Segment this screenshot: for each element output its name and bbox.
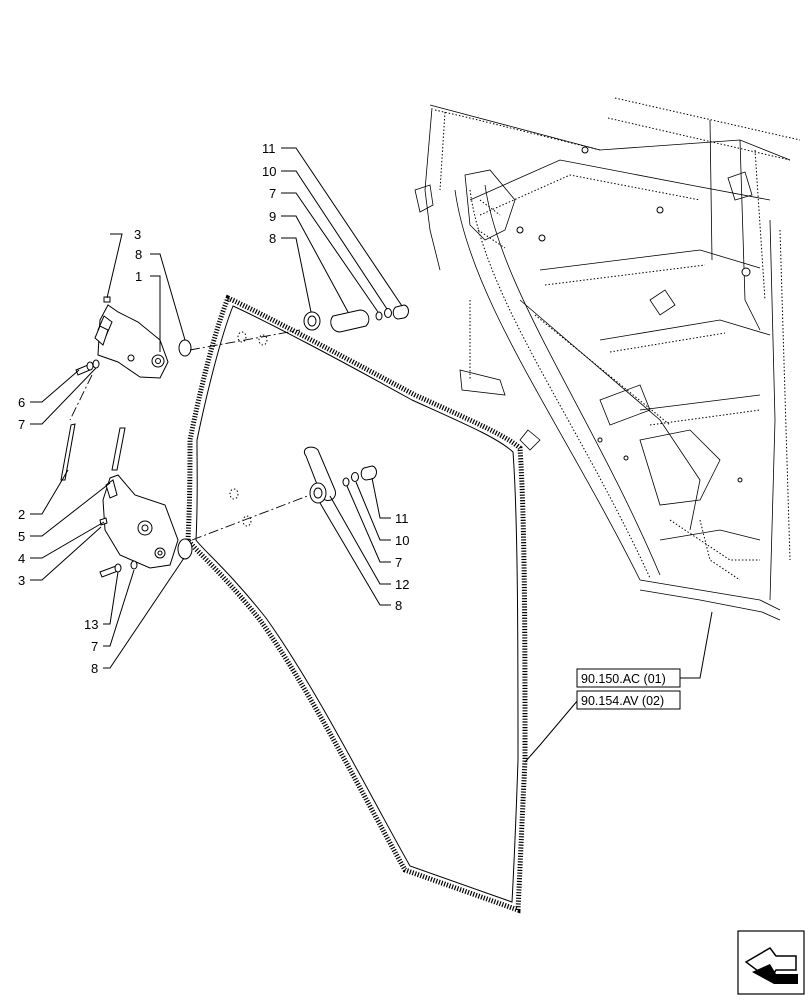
upper-hinge-assembly bbox=[69, 296, 301, 421]
callout-11-mid: 11 bbox=[395, 511, 409, 526]
callout-12: 12 bbox=[395, 577, 409, 592]
callout-7-mid: 7 bbox=[395, 555, 402, 570]
callout-8-top: 8 bbox=[269, 231, 276, 246]
callout-10-top: 10 bbox=[262, 164, 276, 179]
callout-6: 6 bbox=[18, 395, 25, 410]
callout-9: 9 bbox=[269, 209, 276, 224]
callout-7-lower-left: 7 bbox=[91, 639, 98, 654]
callout-10-mid: 10 bbox=[395, 533, 409, 548]
ref-door-link[interactable]: 90.154.AV (02) bbox=[581, 694, 664, 708]
callout-3-lower: 3 bbox=[18, 573, 25, 588]
callout-8-mid: 8 bbox=[395, 598, 402, 613]
callout-13: 13 bbox=[84, 617, 98, 632]
callout-labels: 3 8 1 6 7 2 5 4 3 13 7 8 11 10 7 9 8 11 … bbox=[18, 141, 409, 676]
lower-door-fittings bbox=[304, 446, 377, 504]
ref-cab-link[interactable]: 90.150.AC (01) bbox=[581, 672, 666, 686]
reference-boxes: 90.150.AC (01) 90.154.AV (02) bbox=[576, 668, 681, 710]
arrow-page-icon[interactable] bbox=[737, 930, 805, 995]
callout-5: 5 bbox=[18, 529, 25, 544]
callout-3-top: 3 bbox=[134, 227, 141, 242]
cab-frame bbox=[414, 97, 801, 621]
callout-7-top: 7 bbox=[269, 186, 276, 201]
upper-door-fittings bbox=[303, 304, 409, 333]
callout-7-left: 7 bbox=[18, 417, 25, 432]
callout-1: 1 bbox=[135, 269, 142, 284]
ref-cab-box[interactable] bbox=[576, 668, 681, 688]
leader-lines bbox=[30, 147, 713, 763]
callout-2: 2 bbox=[18, 507, 25, 522]
door-glass-seal bbox=[185, 294, 528, 914]
lower-hinge-assembly bbox=[60, 423, 311, 578]
callout-4: 4 bbox=[18, 551, 25, 566]
callout-8-lower-left: 8 bbox=[91, 661, 98, 676]
callout-11-top: 11 bbox=[262, 141, 276, 156]
callout-8-upper-left: 8 bbox=[135, 247, 142, 262]
ref-door-box[interactable] bbox=[576, 690, 681, 710]
